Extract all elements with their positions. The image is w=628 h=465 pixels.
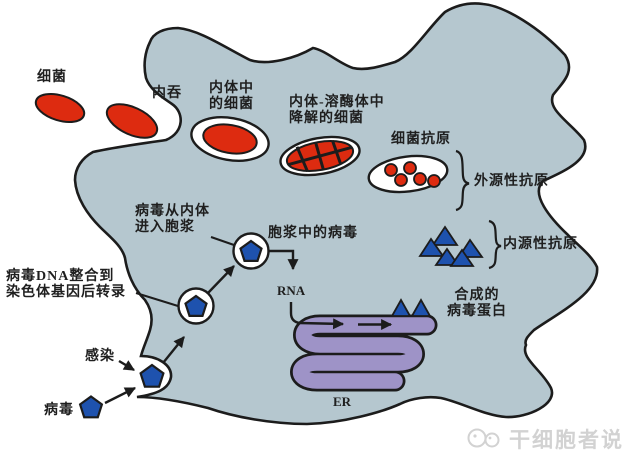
virus-in-cytoplasm-1: [177, 287, 215, 325]
endogenous-antigen-triangles: [418, 225, 484, 267]
watermark-text: 干细胞者说: [509, 428, 624, 452]
bacterium-free: [34, 92, 86, 124]
arrow-infection: [118, 359, 135, 372]
arrow-virus-up: [207, 265, 235, 294]
arrow-virus-to-cytoplasm: [162, 336, 185, 364]
bacterial-antigen-label: 细菌抗原: [391, 132, 451, 147]
virus-free: [78, 395, 104, 419]
er-label: ER: [333, 394, 352, 409]
virus-in-cytoplasm-label: 胞浆中的病毒: [268, 226, 358, 241]
bacteria-label: 细菌: [37, 70, 67, 85]
viral-protein-triangles: [390, 298, 432, 317]
bacterium-entering-cup: [105, 103, 159, 139]
virus-label: 病毒: [44, 403, 74, 418]
pointer-viral-dna: [135, 292, 179, 307]
endosome-with-bacterium: [190, 116, 270, 162]
endosome-bacteria-label: 内体中 的细菌: [209, 81, 254, 112]
endocytosis-label: 内吞: [152, 86, 182, 101]
stem-cell-logo-icon: [467, 428, 500, 448]
arrow-virus-approach: [104, 386, 136, 405]
virus-in-cytoplasm-2: [232, 232, 270, 270]
endolysosome-degraded-bacterium: [279, 135, 361, 177]
rna-label: RNA: [277, 283, 306, 298]
pointer-virus-from-endosome: [210, 236, 235, 246]
viral-dna-label: 病毒DNA整合到 染色体基因后转录: [6, 269, 126, 300]
arrow-virus-to-rna: [269, 249, 299, 271]
bacterial-antigen-vesicle: [367, 154, 449, 194]
exogenous-antigen-brace: [455, 149, 470, 212]
degraded-bacteria-label: 内体-溶酶体中 降解的细菌: [289, 95, 385, 126]
endogenous-antigen-label: 内源性抗原: [503, 237, 578, 252]
synthesized-protein-label: 合成的 病毒蛋白: [447, 288, 507, 319]
endoplasmic-reticulum: [290, 314, 438, 392]
exogenous-antigen-label: 外源性抗原: [474, 174, 549, 189]
virus-at-membrane: [139, 363, 165, 388]
infection-label: 感染: [85, 349, 115, 364]
virus-from-endosome-label: 病毒从内体 进入胞浆: [135, 204, 210, 235]
arrow-rna-into-er: [289, 302, 345, 330]
endogenous-antigen-brace: [488, 219, 502, 270]
